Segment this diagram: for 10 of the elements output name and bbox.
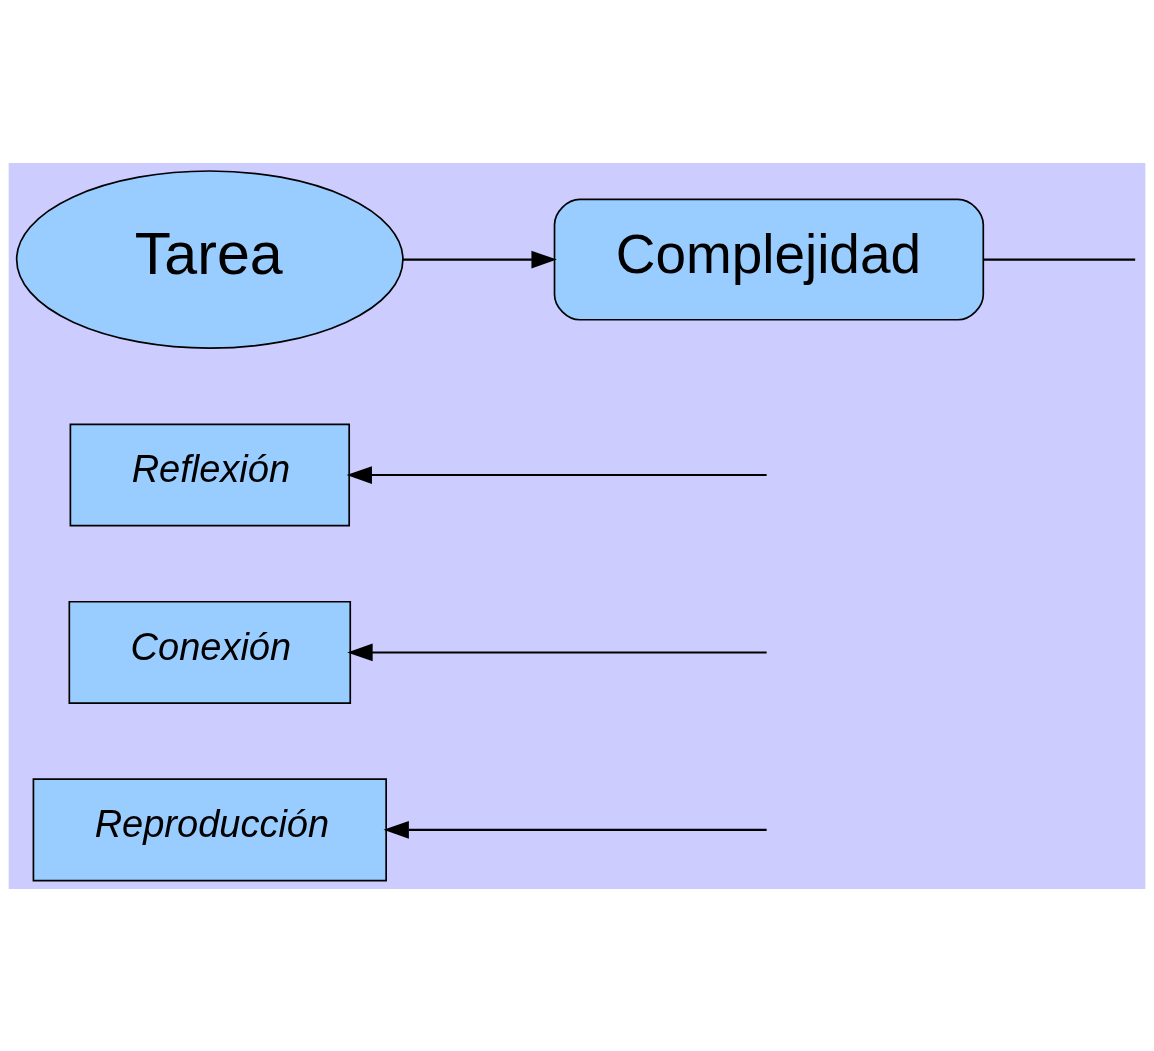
connector [984,258,1136,261]
node-box: Reproducción [32,777,387,881]
arrow [347,643,767,661]
arrow [402,250,557,268]
node-box: Reflexión [69,422,351,527]
node-ellipse: Tarea [15,169,404,349]
arrow [383,820,767,839]
node-box: Complejidad [553,198,985,321]
node-box: Conexión [68,600,352,704]
arrow [346,465,767,484]
